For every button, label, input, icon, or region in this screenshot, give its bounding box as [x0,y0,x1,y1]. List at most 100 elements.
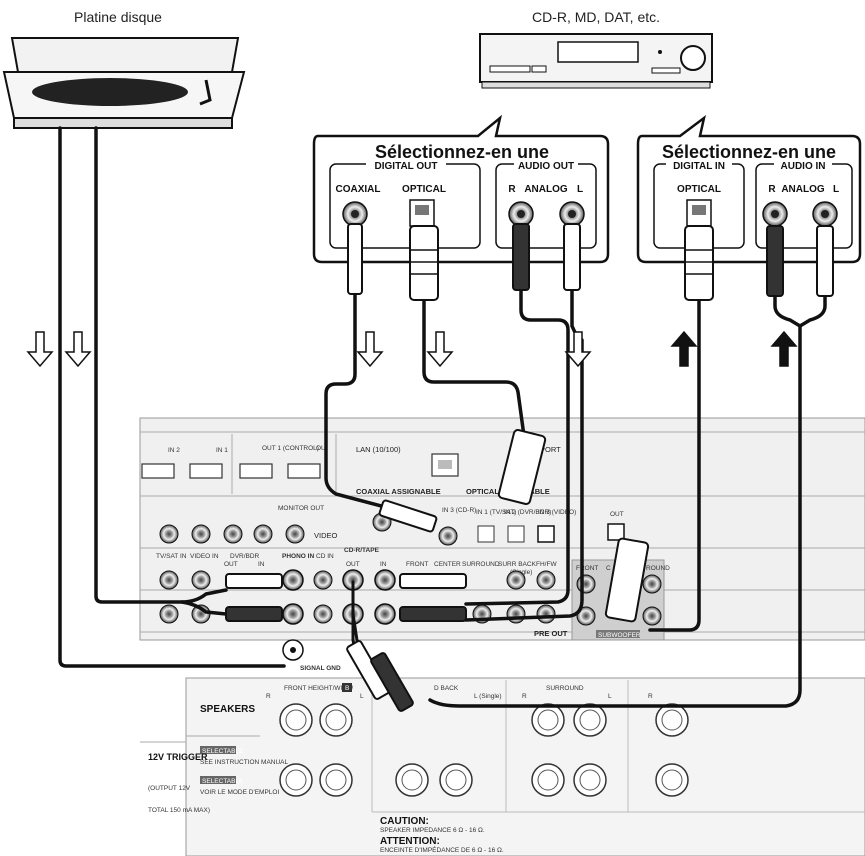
optical-in-plug [684,225,714,301]
recorder-label: CD-R, MD, DAT, etc. [532,9,660,25]
video-jack-3 [223,524,243,544]
optical-in1-label: IN 1 (TV/SAT) [476,509,516,516]
arrows [26,330,798,368]
optical-in-label: OPTICAL [677,184,721,195]
down-arrow-3 [356,331,384,368]
preout-surrback-label: SURR BACK [498,561,537,568]
cd-r-jack [313,604,333,624]
voir-mode-label: VOIR LE MODE D'EMPLOI [200,789,279,796]
attention-label: ATTENTION: [380,836,440,847]
see-manual-label: SEE INSTRUCTION MANUAL [200,759,289,766]
phono-l-jack [282,569,304,591]
coaxial-in3-jack [438,526,458,546]
coaxial-assignable-label: COAXIAL ASSIGNABLE [356,487,441,496]
output-spec-label: (OUTPUT 12V [148,785,191,792]
coaxial-plug [347,223,363,295]
l-single-label: L (Single) [474,693,502,700]
preout-front-label: FRONT [406,561,428,568]
front-height-wide-label: FRONT HEIGHT/WIDE/ [284,685,353,692]
receiver-rear-panel: IN 2 IN 1 OUT 1 (CONTROL) OU LAN (10/100… [139,417,865,672]
gray-jack-1 [576,574,596,594]
phono-r-jack [282,603,304,625]
fh-l-label: L [360,693,364,700]
cables [58,126,827,708]
cd-in-label: CD IN [316,553,334,560]
phono-plug-l [225,573,283,589]
coaxial-cable [324,288,406,514]
gray-jack-2 [576,606,596,626]
down-arrow-2 [64,331,92,368]
plugs [225,223,834,712]
coaxial-label: COAXIAL [336,184,381,195]
phono-plug-r [225,606,283,622]
gray-jack-3 [642,574,662,594]
preout-center-label: CENTER [434,561,461,568]
enceinte-label: ENCEINTE D'IMPÉDANCE DE 6 Ω - 16 Ω. [380,845,504,854]
optical-plug [409,225,439,301]
analog-out-plug-l [563,223,581,291]
speaker-terminal-6 [439,763,473,797]
analog-out-cable-l [464,288,584,622]
analog-out-cable-r [464,288,570,606]
digital-in-label: DIGITAL IN [673,161,725,172]
video-in-l-jack [191,570,211,590]
cdr-tape-label: CD-R/TAPE [344,547,380,554]
hdmi-in2-port [141,463,175,479]
cdr-in-r-jack [374,603,396,625]
recorder: CD-R, MD, DAT, etc. [479,9,713,89]
surround-r-label: R [522,693,527,700]
audio-out-l: L [577,184,583,195]
analog-out-plug-r [512,223,530,291]
turntable-audio-cable [94,126,228,604]
video-jack-1 [159,524,179,544]
hdmi-out2-port [287,463,321,479]
audio-in-label: AUDIO IN [781,161,826,172]
speaker-terminal-3 [279,763,313,797]
signal-gnd-label: SIGNAL GND [300,665,341,672]
dvrbdr-out-label: OUT [224,561,238,568]
monitor-out-jack [285,524,305,544]
preout-surround-label: SURROUND [462,561,500,568]
dvrbdr-in-label: IN [258,561,265,568]
cdr-in-label: IN [380,561,387,568]
far-r-label: R [648,693,653,700]
video-jack-4 [253,524,273,544]
turntable-label: Platine disque [74,9,162,25]
video-in-label: VIDEO IN [190,553,219,560]
cdr-in-plug-r [399,606,467,622]
speaker-terminal-5 [395,763,429,797]
speaker-terminal-1 [279,703,313,737]
recorder-display [557,41,639,63]
optical-in2-port [507,525,525,543]
speaker-terminal-8 [573,703,607,737]
speakers-label: SPEAKERS [200,704,255,715]
optical-in2-label: IN 2 (DVR/BDR) [504,509,551,516]
speaker-terminal-4 [319,763,353,797]
turntable-ground-wire [58,126,286,668]
tvsat-l-jack [159,570,179,590]
hdmi-out1-label: OUT 1 (CONTROL) [262,445,319,452]
optical-panel-plug [497,429,547,505]
analog-in-plug-l [816,225,834,297]
cdr-out-plug-2 [370,652,414,712]
selectable-2-label: SELECTABLE [202,778,244,785]
speaker-terminal-7 [531,703,565,737]
tonearm [199,79,212,106]
cd-l-jack [313,570,333,590]
surrback-label: D BACK [434,685,459,692]
turntable: Platine disque [2,9,246,129]
optical-in-jack [686,199,712,227]
gray-jack-4 [642,606,662,626]
trigger-label: 12V TRIGGER [148,752,208,762]
optical-in3-label: IN 3 (VIDEO) [538,509,576,516]
preout-surrback-l-jack [506,570,526,590]
video-jack-2 [191,524,211,544]
selectable-1-label: SELECTABLE [202,748,244,755]
callout-right-title: Sélectionnez-en une [662,142,836,162]
total-spec-label: TOTAL 150 mA MAX) [148,807,210,814]
down-arrow-1 [26,331,54,368]
audio-in-analog: ANALOG [781,184,825,195]
audio-out-analog: ANALOG [524,184,568,195]
fh-r-label: R [266,693,271,700]
down-arrow-5 [564,331,592,368]
